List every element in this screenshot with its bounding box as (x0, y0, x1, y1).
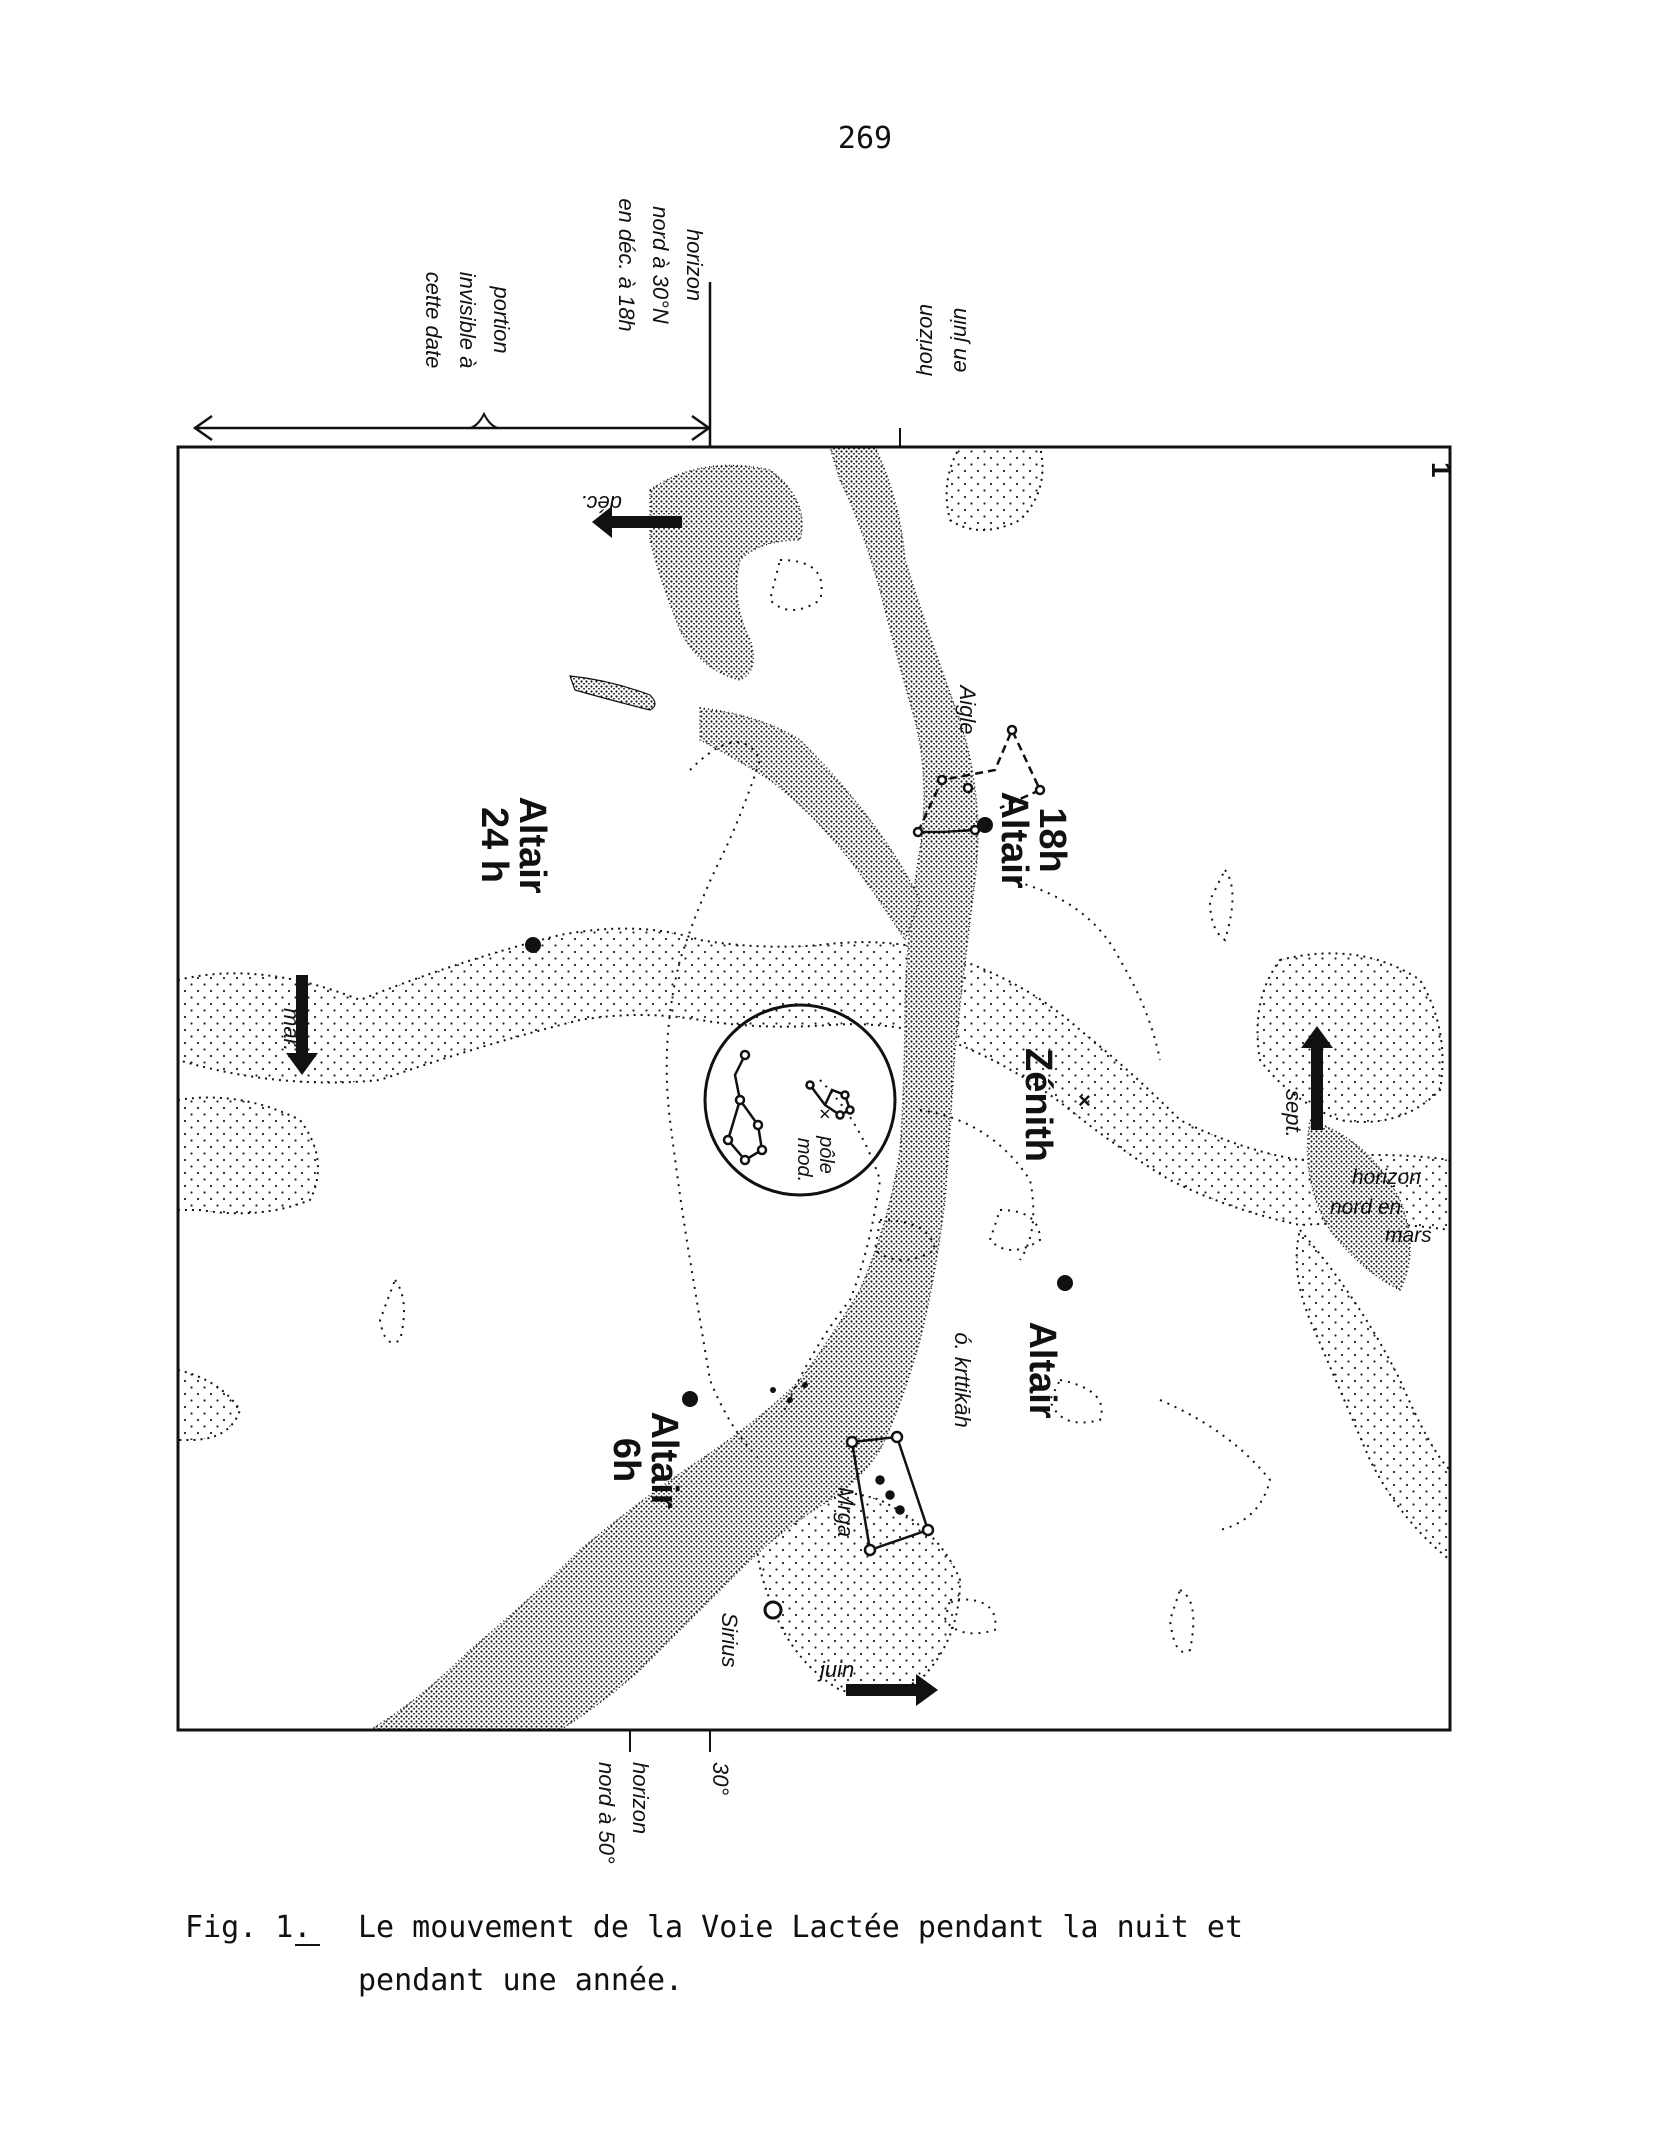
invisible-line-1: portion (489, 285, 514, 353)
milky-way-left-branch (699, 707, 921, 942)
label-krttikah: ó. krttikāh (950, 1332, 975, 1427)
label-pole-line-1: pôle (815, 1135, 837, 1174)
milky-way-faint-right-lobe (1256, 952, 1444, 1123)
label-altair-18h-time: 18h (1031, 807, 1073, 872)
label-month-mar: mar. (279, 1008, 304, 1051)
milky-way-main-band (368, 447, 979, 1730)
arrow-mar (286, 975, 318, 1075)
horizon-june-line-2: en juin (946, 308, 971, 373)
arrow-head-right (691, 414, 712, 442)
pole-cross-icon: × (813, 1108, 835, 1120)
label-aigle: Aigle (955, 684, 980, 735)
label-altair-24h-name: Altair (511, 796, 553, 893)
milky-way-faint-sirius-region (755, 1491, 962, 1695)
label-altair-24h-time: 24 h (473, 807, 515, 883)
label-month-dec: déc. (580, 491, 622, 516)
label-altair-6h-time: 6h (605, 1438, 647, 1482)
aquila-constellation (912, 724, 1046, 838)
zenith-cross-icon: × (1078, 1088, 1091, 1113)
label-altair-plain: Altair (1021, 1321, 1063, 1418)
panel-number: 1 (1426, 462, 1457, 478)
dotted-contours (378, 558, 1272, 1653)
top-annotations: horizon nord à 30°N en déc. à 18h portio… (192, 198, 971, 447)
label-altair-6h-name: Altair (643, 1411, 685, 1508)
caption-fig-label: Fig. 1. (185, 1910, 311, 1945)
arrow-sept (1301, 1026, 1333, 1130)
horizon-dec-line-1: horizon (682, 229, 707, 301)
label-month-sept: sept. (1281, 1090, 1306, 1138)
milky-way-faint-lower-right (1295, 1227, 1450, 1562)
horizon-dec-line-3: en déc. à 18h (614, 198, 639, 331)
label-mrga: Mrga (833, 1487, 858, 1537)
altair-dot-6h (682, 1391, 698, 1407)
label-horizon-mars-3: mars (1385, 1224, 1432, 1247)
label-horizon-mars-1: horizon (1352, 1166, 1421, 1189)
altair-dot-24h (525, 937, 541, 953)
altair-dot-18h (977, 817, 993, 833)
pleiades-cluster (770, 1382, 808, 1403)
polar-circle (703, 1003, 897, 1197)
orion-constellation (845, 1430, 935, 1557)
altair-dot-plain (1057, 1275, 1073, 1291)
invisible-line-2: invisible à (455, 272, 480, 369)
ursa-major-constellation (722, 1049, 855, 1166)
label-pole-line-2: mod. (793, 1138, 815, 1182)
label-horizon-mars-2: nord en (1330, 1196, 1401, 1219)
label-zenith: Zénith (1017, 1048, 1059, 1162)
sirius-dot (763, 1600, 783, 1620)
invisible-line-3: cette date (421, 272, 446, 369)
milky-way-faint-top-right (945, 447, 1044, 531)
milky-way-upper-left-curl (649, 464, 803, 681)
horizon-dec-line-2: nord à 30°N (648, 206, 673, 324)
arrow-june (846, 1674, 938, 1706)
horizon-june-line-1: horizon (912, 304, 937, 376)
label-thirty-degrees: 30° (708, 1762, 733, 1795)
sky-map: × (178, 447, 1450, 1730)
page-number: 269 (838, 121, 892, 156)
milky-way-faint-band-horizontal (178, 927, 1450, 1232)
horizon-50-line-2: nord à 50° (594, 1762, 619, 1864)
arrow-head-left (192, 414, 213, 442)
milky-way-right-patch (1306, 1119, 1411, 1292)
label-month-june: juin (817, 1657, 854, 1682)
caption-line-2: pendant une année. (358, 1963, 683, 1998)
arrow-dec (592, 506, 682, 538)
arrow-brace (469, 411, 499, 429)
milky-way-faint-left-lower (178, 1096, 319, 1215)
milky-way-streak (569, 675, 656, 711)
label-sirius: Sirius (717, 1612, 742, 1667)
label-altair-18h-name: Altair (993, 791, 1035, 888)
caption-line-1: Le mouvement de la Voie Lactée pendant l… (358, 1910, 1243, 1945)
map-frame (176, 445, 1452, 1732)
milky-way-faint-left-bottom (178, 1368, 242, 1441)
horizon-50-line-1: horizon (628, 1762, 653, 1834)
